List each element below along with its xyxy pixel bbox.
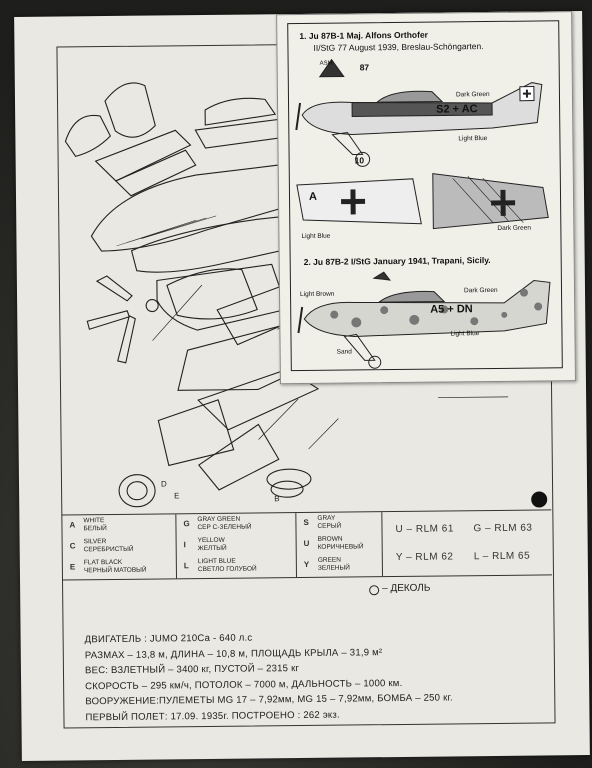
legend-ru: СЕР С-ЗЕЛЕНЫЙ	[197, 523, 252, 532]
painting-scheme-card: 1. Ju 87B-1 Maj. Alfons Orthofer II/StG …	[276, 11, 576, 385]
scheme1-wing-letter: A	[308, 190, 318, 203]
scheme2-label-sand: Sand	[336, 348, 352, 356]
scheme2-caption: 2. Ju 87B-2 I/StG January 1941, Trapani,…	[303, 255, 491, 267]
legend-code: E	[69, 562, 76, 572]
punch-hole	[531, 491, 548, 508]
legend-en: BROWN	[317, 535, 343, 543]
scheme1-label-dark-green: Dark Green	[455, 91, 490, 99]
legend-en: FLAT BLACK	[83, 558, 123, 567]
legend-ru: СЕРЫЙ	[317, 522, 342, 530]
scheme2-label-light-blue: Light Blue	[450, 330, 480, 338]
scheme1-wheel-number: 10	[354, 155, 365, 166]
scheme1-wing-views	[296, 173, 549, 230]
legend-ru: СЕРЕБРИСТЫЙ	[83, 545, 134, 554]
legend-code: G	[183, 519, 190, 529]
legend-en: GRAY GREEN	[197, 515, 241, 524]
specifications: ДВИГАТЕЛЬ : JUMO 210Са - 640 л.с РАЗМАХ …	[85, 628, 454, 725]
legend-code: L	[183, 561, 189, 571]
rlm-code: U – RLM 61	[395, 523, 454, 536]
scheme1-wing-label-light-blue: Light Blue	[301, 232, 331, 240]
decal-circle-icon	[369, 585, 380, 596]
scheme1-caption-line2: II/StG 77 August 1939, Breslau-Schöngart…	[313, 41, 484, 53]
legend-divider	[295, 513, 298, 578]
legend-ru: СВЕТЛО ГОЛУБОЙ	[197, 565, 257, 574]
legend-code: U	[303, 538, 310, 548]
scheme2-label-light-brown: Light Brown	[300, 290, 335, 299]
legend-code: C	[69, 541, 76, 551]
decal-note: – ДЕКОЛЬ	[382, 582, 431, 595]
legend-ru: ЗЕЛЕНЫЙ	[317, 564, 350, 572]
legend-en: YELLOW	[197, 536, 225, 545]
scheme1-wing-label-dark-green: Dark Green	[497, 224, 532, 232]
rlm-code: Y – RLM 62	[395, 551, 454, 564]
legend-code: Y	[303, 559, 310, 569]
rlm-code: G – RLM 63	[473, 522, 533, 535]
legend-en: GREEN	[317, 556, 341, 564]
legend-code: S	[303, 517, 309, 527]
scheme1-code: S2 + AC	[436, 103, 478, 116]
instruction-sheet: D E B 1. Ju 87B-1 Maj. Alfons Orthofer I…	[14, 11, 590, 761]
legend-code: I	[183, 540, 186, 550]
diagram-letter-b: B	[274, 494, 279, 503]
legend-ru: КОРИЧНЕВЫЙ	[317, 543, 364, 551]
scheme1-side-view	[295, 58, 543, 167]
scheme2-label-dark-green: Dark Green	[463, 286, 498, 295]
scheme1-label-light-blue: Light Blue	[458, 135, 488, 143]
diagram-letter-e: E	[174, 491, 179, 500]
scheme1-badge: ASM	[319, 60, 333, 67]
legend-en: WHITE	[83, 517, 105, 525]
scheme1-caption-line1: 1. Ju 87B-1 Maj. Alfons Orthofer	[299, 29, 429, 42]
legend-en: SILVER	[83, 538, 107, 546]
legend-en: LIGHT BLUE	[197, 557, 236, 566]
scheme2-side-view	[297, 271, 551, 369]
scheme1-number: 87	[359, 62, 370, 73]
diagram-letter-d: D	[161, 479, 167, 488]
legend-divider	[381, 512, 384, 577]
scheme2-code: A5 + DN	[430, 303, 473, 316]
legend-divider	[175, 514, 178, 579]
legend-ru: ЧЕРНЫЙ МАТОВЫЙ	[83, 566, 147, 575]
legend-ru: БЕЛЫЙ	[83, 525, 107, 533]
legend-ru: ЖЕЛТЫЙ	[197, 544, 227, 553]
legend-en: GRAY	[317, 514, 336, 522]
rlm-code: L – RLM 65	[473, 550, 531, 563]
legend-code: A	[69, 520, 76, 530]
